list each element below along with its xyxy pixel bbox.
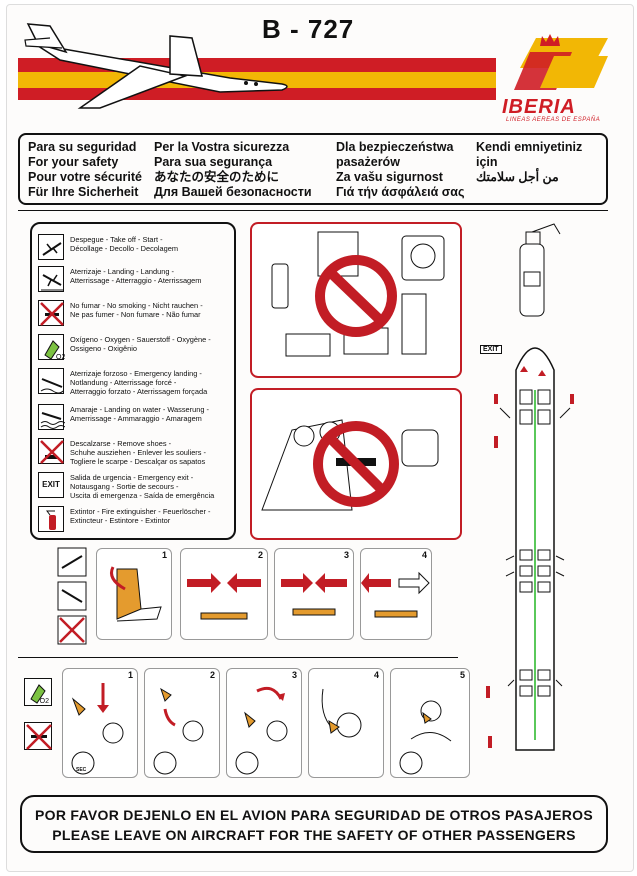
tighten-belt-icon xyxy=(281,573,347,616)
symbol-legend: Despegue - Take off - Start -Décollage -… xyxy=(30,222,236,540)
language-column-3: Dla bezpieczeństwa pasażerów Za vašu sig… xyxy=(336,140,465,199)
prohibited-electronics-panel xyxy=(250,222,462,378)
breathe-mask-icon xyxy=(321,688,362,738)
takeoff-landing-icons xyxy=(57,547,87,645)
takeoff-icon xyxy=(38,234,64,260)
seatbelt-step-4: 4 xyxy=(360,548,432,640)
timer-icon xyxy=(399,751,423,775)
seatbelt-step-1: 1 xyxy=(96,548,172,640)
timer-icon xyxy=(235,751,259,775)
language-column-1: Para su seguridad For your safety Pour v… xyxy=(28,140,142,199)
water-landing-icon xyxy=(38,404,66,430)
seatbelt-step-2: 2 xyxy=(180,548,268,640)
timer-icon xyxy=(153,751,177,775)
no-smoking-icon xyxy=(38,300,64,326)
cabin-exit-sign: EXIT xyxy=(480,345,502,354)
svg-text:O2: O2 xyxy=(56,354,65,361)
seat-chair-icon xyxy=(110,566,162,622)
release-belt-icon xyxy=(361,571,430,618)
language-column-4: Kendi emniyetiniz için من أجل سلامتك xyxy=(476,140,583,184)
crown-icon xyxy=(540,34,560,46)
landing-icon xyxy=(38,266,64,292)
footer-line-english: PLEASE LEAVE ON AIRCRAFT FOR THE SAFETY … xyxy=(52,827,576,843)
oxygen-step-3: 3 xyxy=(226,668,302,778)
no-smoking-icon xyxy=(24,722,52,750)
brand-name: IBERIA xyxy=(502,96,576,118)
cabin-smoking-illustration xyxy=(261,419,439,511)
pull-mask-icon xyxy=(153,687,204,775)
footer-notice: POR FAVOR DEJENLO EN EL AVION PARA SEGUR… xyxy=(20,795,608,853)
oxygen-step-4: 4 xyxy=(308,668,384,778)
cabin-layout-map xyxy=(486,347,574,751)
oxygen-step-1: 1 SEC xyxy=(62,668,138,778)
emergency-landing-icon xyxy=(38,368,64,394)
seatbelt-step-3: 3 xyxy=(274,548,354,640)
mask-drop-icon xyxy=(71,683,124,775)
exit-icon: EXIT xyxy=(38,472,64,498)
fasten-arrows-icon xyxy=(187,573,261,620)
prohibition-sign-icon xyxy=(315,255,397,337)
place-mask-icon xyxy=(235,686,288,775)
page-title: B - 727 xyxy=(262,14,355,44)
no-smoking-panel xyxy=(250,388,462,540)
footer-line-spanish: POR FAVOR DEJENLO EN EL AVION PARA SEGUR… xyxy=(35,807,593,823)
fire-extinguisher-illustration xyxy=(519,223,561,317)
oxygen-icon: O2 xyxy=(24,678,52,706)
remove-shoes-icon xyxy=(38,438,64,464)
language-column-2: Per la Vostra sicurezza Para sua seguran… xyxy=(154,140,312,199)
section-divider xyxy=(18,210,608,211)
oxygen-step-2: 2 xyxy=(144,668,220,778)
oxygen-icon: O2 xyxy=(38,334,65,361)
steps-divider xyxy=(18,657,458,658)
timer-icon xyxy=(71,751,95,775)
help-child-icon xyxy=(399,700,452,775)
iberia-logo xyxy=(514,34,608,90)
aircraft-illustration xyxy=(24,23,288,109)
prohibition-sign-icon xyxy=(313,421,399,507)
electronic-devices-illustration xyxy=(271,231,445,357)
safety-language-box: Para su seguridad For your safety Pour v… xyxy=(18,133,608,205)
brand-tagline: LINEAS AEREAS DE ESPAÑA xyxy=(506,117,601,123)
extinguisher-icon xyxy=(38,506,64,532)
oxygen-step-5: 5 xyxy=(390,668,470,778)
